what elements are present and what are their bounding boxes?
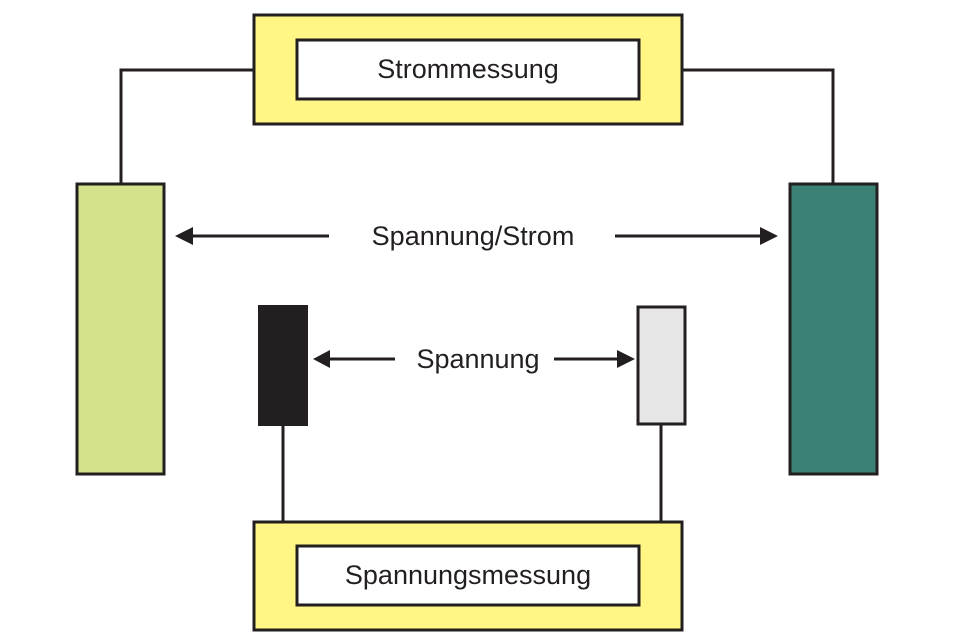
outer-arrow-label: Spannung/Strom (372, 221, 575, 251)
outer-right-arrow (615, 227, 778, 245)
inner-right-electrode (636, 305, 687, 426)
wire-current-right (682, 68, 835, 186)
outer-left-electrode (75, 182, 166, 476)
inner-arrow-label: Spannung (416, 344, 539, 374)
inner-right-arrow (554, 350, 635, 368)
voltage-measurement-label: Spannungsmessung (345, 560, 591, 590)
inner-left-electrode (258, 305, 308, 426)
outer-left-arrow (175, 227, 329, 245)
outer-right-electrode (788, 182, 879, 476)
wire-current-left (119, 68, 255, 186)
current-measurement-label: Strommessung (377, 54, 559, 84)
inner-left-arrow (313, 350, 395, 368)
voltage-measurement-box: Spannungsmessung (252, 520, 684, 632)
current-measurement-box: Strommessung (252, 13, 684, 126)
